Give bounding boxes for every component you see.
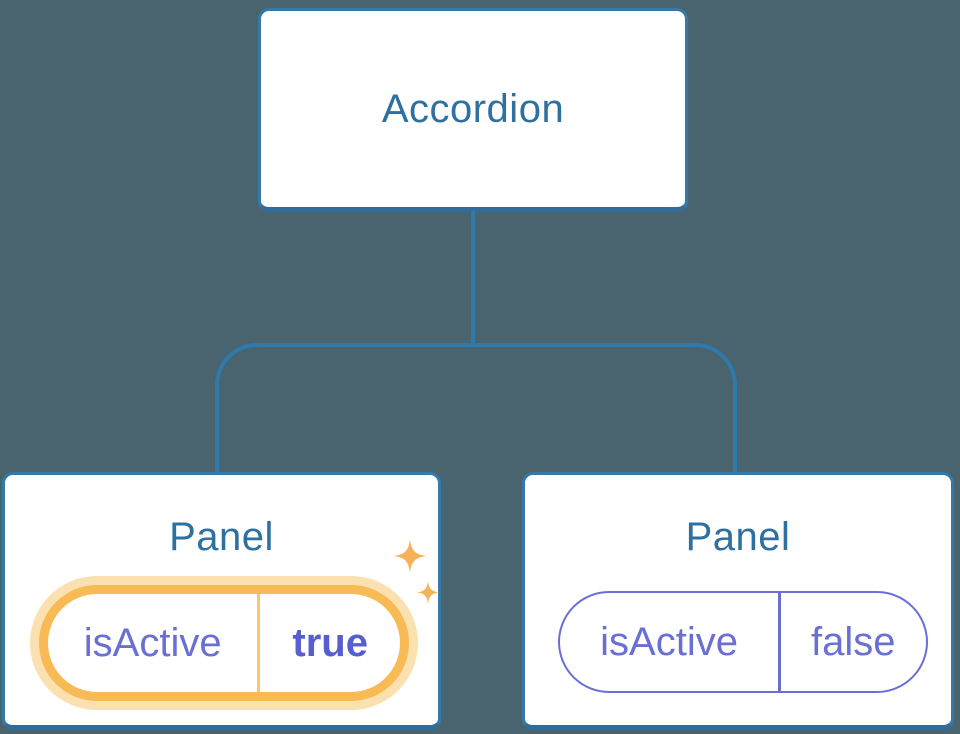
panel-title: Panel	[685, 515, 791, 559]
state-value: false	[811, 619, 896, 664]
pill-divider	[257, 594, 261, 692]
pill-divider	[778, 593, 781, 691]
state-pill-active: isActive true	[39, 585, 409, 701]
panel-node-active: Panel isActive true	[2, 472, 441, 730]
state-value: true	[292, 620, 368, 665]
accordion-node-label: Accordion	[381, 86, 565, 131]
state-key: isActive	[600, 619, 738, 664]
state-pill-inactive: isActive false	[558, 591, 928, 693]
connector-branch	[215, 343, 737, 472]
panel-title: Panel	[169, 515, 274, 559]
connector-stem	[471, 211, 475, 344]
accordion-node: Accordion	[258, 8, 688, 212]
state-key: isActive	[83, 620, 222, 665]
sparkles-icon	[393, 539, 440, 604]
panel-node-inactive: Panel isActive false	[522, 472, 954, 730]
